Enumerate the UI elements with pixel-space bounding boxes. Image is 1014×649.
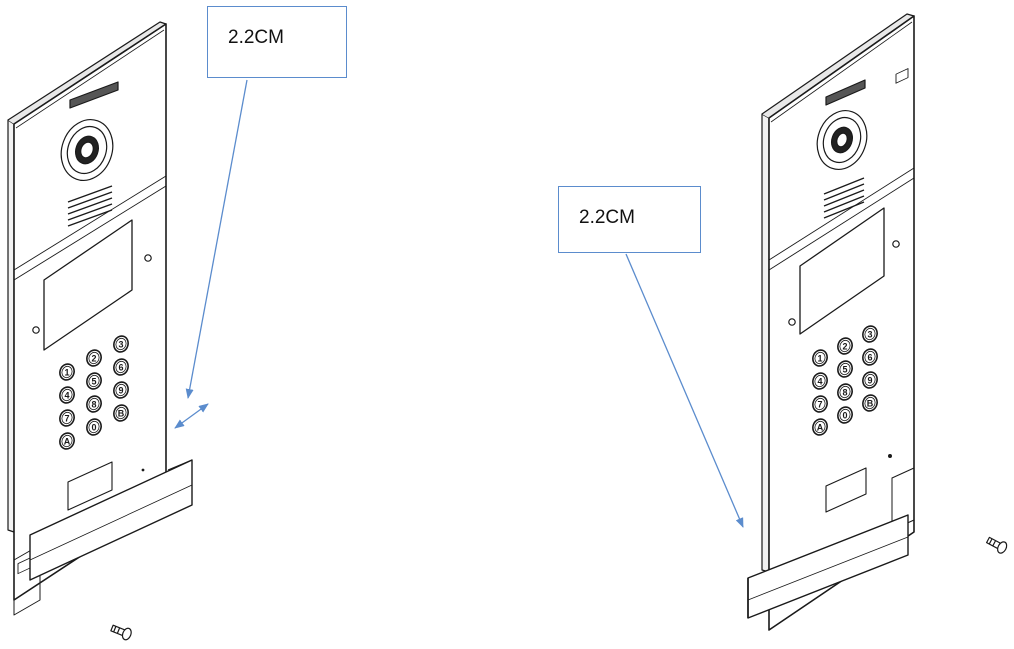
keypad-key-label: 6 <box>867 353 872 363</box>
right-dimension-text: 2.2CM <box>579 207 635 228</box>
keypad-key-label: 8 <box>91 400 96 410</box>
keypad-key-2: 2 <box>837 337 853 355</box>
left-rain-shield <box>29 459 193 581</box>
keypad-key-label: 6 <box>118 363 123 373</box>
keypad-key-9: 9 <box>862 371 878 389</box>
right-screw <box>985 536 1008 554</box>
left-display <box>43 219 133 351</box>
left-dimension-label: 2.2CM <box>207 6 347 78</box>
right-keypad: 1 2 3 4 5 6 7 8 9A 0 B <box>812 325 878 436</box>
keypad-key-8: 8 <box>86 395 102 413</box>
keypad-key-2: 2 <box>86 349 102 367</box>
right-dimension-label: 2.2CM <box>558 186 701 253</box>
right-logo-strip <box>825 79 866 106</box>
keypad-key-4: 4 <box>59 386 75 404</box>
keypad-key-label: 0 <box>842 411 847 421</box>
keypad-key-label: 3 <box>867 330 872 340</box>
keypad-key-label: 9 <box>118 386 123 396</box>
left-logo-strip <box>69 81 119 109</box>
right-camera <box>816 110 868 170</box>
left-speaker-grille <box>67 185 113 227</box>
keypad-key-4: 4 <box>812 372 828 390</box>
keypad-key-1: 1 <box>59 363 75 381</box>
keypad-key-5: 5 <box>86 372 102 390</box>
keypad-key-label: 4 <box>817 377 822 387</box>
keypad-key-label: 3 <box>118 340 123 350</box>
right-display <box>799 207 885 335</box>
left-card-reader <box>67 461 113 511</box>
keypad-key-0: 0 <box>837 406 853 424</box>
left-dimension-arrow <box>174 403 209 429</box>
left-indicator-dot <box>141 468 145 472</box>
keypad-key-label: B <box>867 399 874 409</box>
left-screw <box>110 624 132 641</box>
keypad-key-label: 2 <box>91 354 96 364</box>
keypad-key-label: 5 <box>842 365 847 375</box>
keypad-key-label: 2 <box>842 342 847 352</box>
right-leader-arrow <box>625 253 744 528</box>
left-keypad: 1 2 3 4 5 6 7 8 9A 0 B <box>59 335 129 450</box>
keypad-key-A: A <box>59 432 75 450</box>
keypad-key-3: 3 <box>113 335 129 353</box>
right-speaker-grille <box>823 177 865 219</box>
keypad-key-A: A <box>812 418 828 436</box>
keypad-key-label: B <box>118 409 125 419</box>
keypad-key-label: 5 <box>91 377 96 387</box>
keypad-key-label: 0 <box>91 423 96 433</box>
left-camera <box>60 119 114 181</box>
keypad-key-label: 1 <box>64 368 69 378</box>
keypad-key-1: 1 <box>812 349 828 367</box>
keypad-key-7: 7 <box>812 395 828 413</box>
keypad-key-7: 7 <box>59 409 75 427</box>
keypad-key-label: 1 <box>817 354 822 364</box>
left-leader-arrow <box>185 79 248 399</box>
keypad-key-label: 8 <box>842 388 847 398</box>
keypad-key-6: 6 <box>862 348 878 366</box>
left-dimension-text: 2.2CM <box>228 27 284 48</box>
keypad-key-label: A <box>817 423 824 433</box>
keypad-key-label: 7 <box>817 400 822 410</box>
keypad-key-3: 3 <box>862 325 878 343</box>
keypad-key-label: 4 <box>64 391 69 401</box>
right-door-panel <box>747 13 1008 631</box>
right-panel-face <box>768 15 915 631</box>
keypad-key-label: 7 <box>64 414 69 424</box>
keypad-key-B: B <box>862 394 878 412</box>
keypad-key-0: 0 <box>86 418 102 436</box>
keypad-key-9: 9 <box>113 381 129 399</box>
keypad-key-B: B <box>113 404 129 422</box>
annotation-arrows <box>174 79 744 528</box>
left-door-panel <box>7 21 193 641</box>
keypad-key-label: A <box>64 437 71 447</box>
keypad-key-6: 6 <box>113 358 129 376</box>
keypad-key-5: 5 <box>837 360 853 378</box>
keypad-key-8: 8 <box>837 383 853 401</box>
keypad-key-label: 9 <box>867 376 872 386</box>
right-card-reader <box>825 467 867 513</box>
